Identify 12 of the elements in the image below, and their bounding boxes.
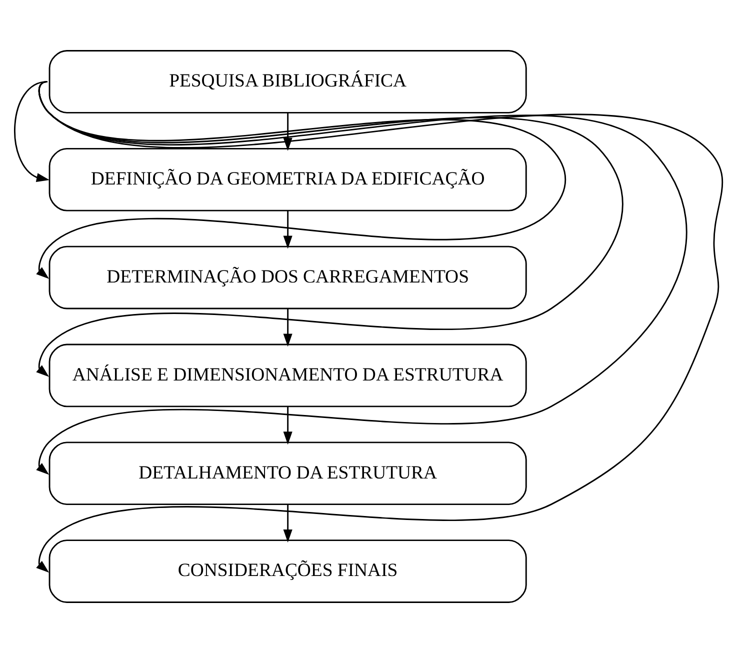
arrow [283,308,292,347]
node-box: DETALHAMENTO DA ESTRUTURA [48,442,527,506]
arrow [14,81,50,182]
arrow [283,406,292,445]
arrow [36,81,722,573]
node-box: PESQUISA BIBLIOGRÁFICA [48,50,527,114]
arrow [283,504,292,542]
node-box: CONSIDERAÇÕES FINAIS [48,540,527,603]
node-box: DETERMINAÇÃO DOS CARREGAMENTOS [48,246,527,310]
arrow [283,210,292,249]
node-box: DEFINIÇÃO DA GEOMETRIA DA EDIFICAÇÃO [48,148,527,212]
node-box: ANÁLISE E DIMENSIONAMENTO DA ESTRUTURA [48,344,527,408]
